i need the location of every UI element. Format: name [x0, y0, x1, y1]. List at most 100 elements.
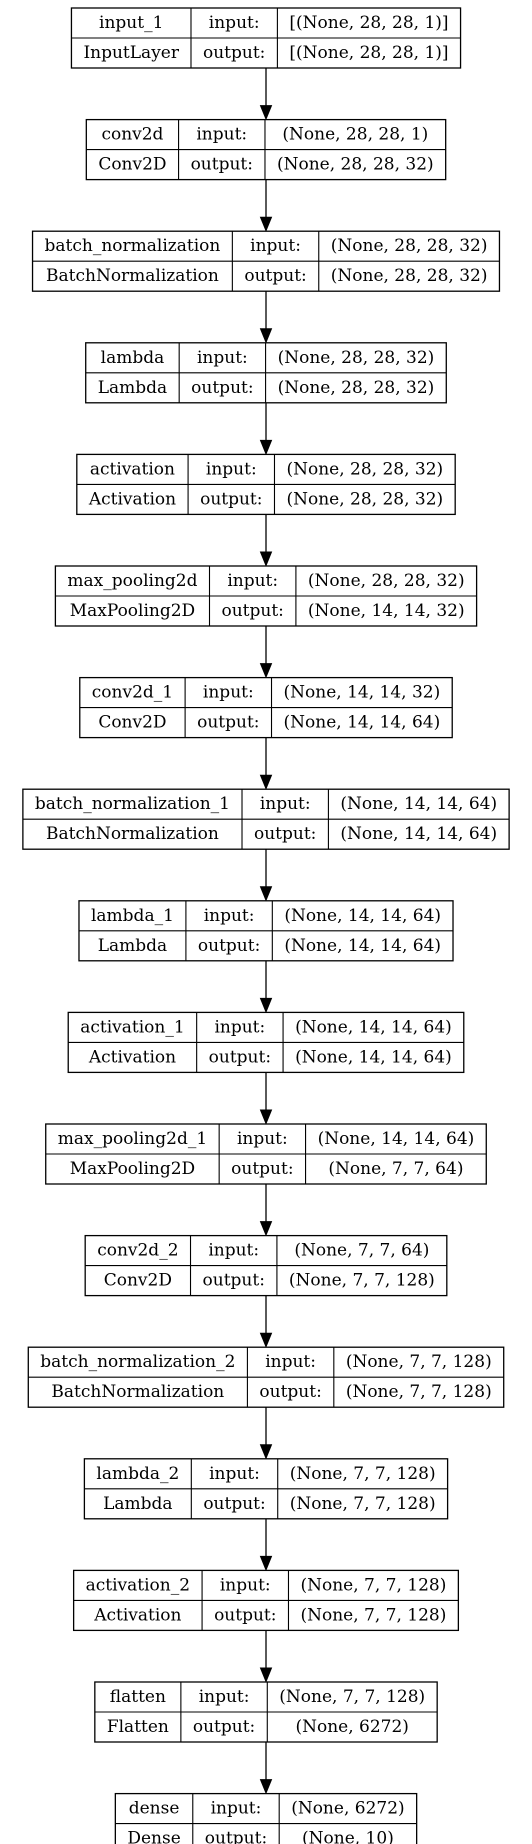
layer-type: MaxPooling2D: [70, 1159, 196, 1179]
layer-name: conv2d_2: [97, 1241, 178, 1261]
edge-arrow: [259, 514, 273, 567]
input-label: input:: [208, 1241, 259, 1261]
edge-arrow: [259, 737, 273, 791]
layer-name: batch_normalization_2: [40, 1352, 235, 1372]
input-shape: (None, 28, 28, 32): [286, 459, 443, 479]
input-label: input:: [199, 1687, 250, 1707]
arrowhead-icon: [259, 1779, 273, 1795]
input-shape: (None, 14, 14, 64): [318, 1129, 475, 1149]
layer-name: lambda: [101, 348, 165, 368]
output-label: output:: [191, 378, 253, 398]
output-label: output:: [205, 1829, 267, 1844]
output-label: output:: [209, 1047, 271, 1067]
layer-type: Lambda: [98, 378, 167, 398]
input-label: input:: [260, 794, 311, 814]
layer-node-activation: activationActivationinput:output:(None, …: [76, 453, 456, 516]
input-label: input:: [196, 125, 247, 145]
input-shape: (None, 7, 7, 128): [290, 1464, 436, 1484]
input-label: input:: [250, 236, 301, 256]
layer-name: input_1: [99, 13, 163, 33]
arrowhead-icon: [259, 1444, 273, 1460]
edge-arrow: [259, 1184, 273, 1237]
arrowhead-icon: [259, 439, 273, 456]
input-shape: (None, 7, 7, 64): [294, 1241, 429, 1261]
output-label: output:: [231, 1159, 293, 1179]
arrowhead-icon: [259, 216, 273, 233]
input-label: input:: [204, 906, 255, 926]
input-shape: (None, 28, 28, 1): [282, 125, 428, 145]
input-shape: (None, 7, 7, 128): [346, 1352, 492, 1372]
layer-node-activation-1: activation_1Activationinput:output:(None…: [67, 1011, 465, 1074]
layer-node-activation-2: activation_2Activationinput:output:(None…: [72, 1569, 460, 1632]
arrowhead-icon: [259, 997, 273, 1014]
output-shape: (None, 7, 7, 128): [300, 1605, 446, 1625]
output-shape: (None, 14, 14, 64): [340, 824, 497, 844]
output-shape: (None, 14, 14, 32): [308, 601, 465, 621]
layer-type: Conv2D: [98, 713, 166, 733]
layer-name: dense: [129, 1799, 180, 1819]
output-label: output:: [197, 713, 259, 733]
arrowhead-icon: [259, 774, 273, 791]
output-shape: (None, 7, 7, 128): [289, 1271, 435, 1291]
edge-arrow: [259, 1742, 273, 1795]
input-shape: (None, 28, 28, 32): [278, 348, 435, 368]
layer-node-batch-normalization: batch_normalizationBatchNormalizationinp…: [31, 230, 501, 292]
output-shape: (None, 14, 14, 64): [284, 713, 441, 733]
input-shape: [(None, 28, 28, 1)]: [289, 13, 448, 33]
output-label: output:: [191, 155, 253, 175]
output-shape: (None, 28, 28, 32): [331, 266, 488, 286]
input-label: input:: [203, 683, 254, 703]
edge-arrow: [259, 849, 273, 902]
output-label: output:: [203, 1494, 265, 1514]
input-shape: (None, 28, 28, 32): [331, 236, 488, 256]
layer-name: conv2d_1: [92, 683, 173, 703]
layer-type: Conv2D: [104, 1271, 172, 1291]
edge-arrow: [259, 1072, 273, 1125]
layer-type: Activation: [93, 1605, 181, 1625]
layer-type: BatchNormalization: [46, 266, 219, 286]
input-label: input:: [209, 1464, 260, 1484]
arrowhead-icon: [259, 663, 273, 679]
output-label: output:: [200, 489, 262, 509]
input-shape: (None, 6272): [291, 1799, 404, 1819]
edge-arrow: [259, 960, 273, 1014]
input-label: input:: [220, 1575, 271, 1595]
layer-type: MaxPooling2D: [70, 601, 196, 621]
input-label: input:: [209, 13, 260, 33]
edge-arrow: [259, 291, 273, 344]
output-label: output:: [193, 1717, 255, 1737]
layer-type: Lambda: [98, 936, 167, 956]
output-shape: (None, 6272): [295, 1717, 408, 1737]
output-shape: (None, 28, 28, 32): [278, 378, 435, 398]
input-label: input:: [211, 1799, 262, 1819]
arrowhead-icon: [259, 1221, 273, 1237]
input-shape: (None, 7, 7, 128): [279, 1687, 425, 1707]
edge-arrow: [259, 1630, 273, 1683]
arrowhead-icon: [259, 551, 273, 567]
output-label: output:: [203, 43, 265, 63]
input-label: input:: [197, 348, 248, 368]
output-shape: (None, 14, 14, 64): [295, 1047, 452, 1067]
layer-name: lambda_1: [91, 906, 174, 926]
edge-arrow: [259, 626, 273, 679]
output-shape: [(None, 28, 28, 1)]: [289, 43, 448, 63]
output-label: output:: [259, 1382, 321, 1402]
layer-name: max_pooling2d: [67, 571, 197, 591]
input-shape: (None, 14, 14, 64): [284, 906, 441, 926]
input-label: input:: [214, 1017, 265, 1037]
arrowhead-icon: [259, 886, 273, 902]
input-label: input:: [227, 571, 278, 591]
layer-name: activation_2: [86, 1575, 190, 1595]
layer-name: activation_1: [80, 1017, 184, 1037]
layer-node-batch-normalization-2: batch_normalization_2BatchNormalizationi…: [27, 1346, 505, 1408]
output-shape: (None, 10): [302, 1829, 394, 1844]
